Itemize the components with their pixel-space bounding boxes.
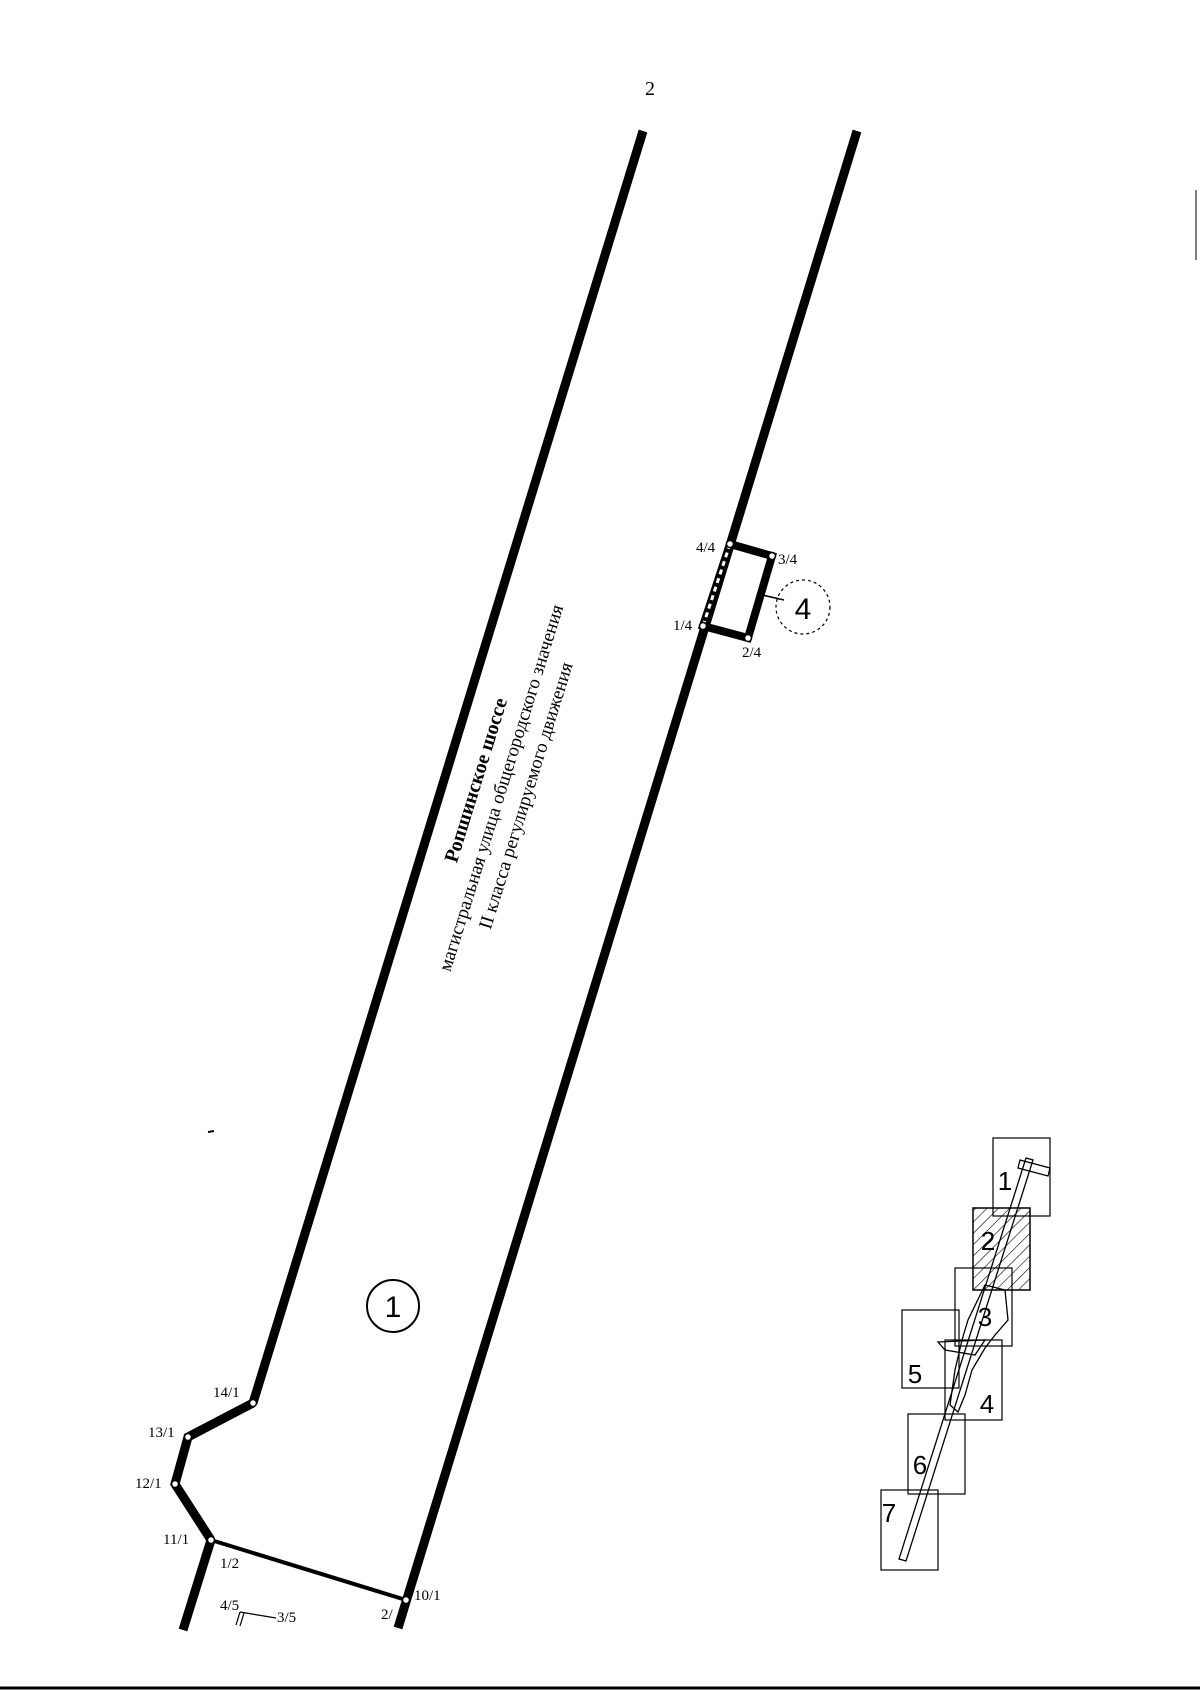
point-label-2-4: 2/4: [742, 645, 762, 661]
index-label-7: 7: [882, 1498, 896, 1528]
parcel-5-mark: [235, 1611, 277, 1627]
parcel-1-lower-boundary: [178, 1538, 216, 1632]
page-number: 2: [645, 78, 655, 100]
point-marker-2-4: [743, 633, 753, 643]
point-label-4-5: 4/5: [220, 1598, 239, 1614]
point-label-1-2: 1/2: [220, 1556, 239, 1572]
point-marker-11-1: [206, 1535, 216, 1545]
index-map: 1 2 3 4 5 6 7: [880, 1137, 1051, 1571]
index-label-2: 2: [981, 1226, 995, 1256]
point-marker-13-1: [183, 1432, 193, 1442]
point-marker-1-4: [698, 621, 708, 631]
stray-mark: [207, 1130, 215, 1133]
point-label-3-5: 3/5: [277, 1610, 296, 1626]
index-label-4: 4: [980, 1389, 994, 1419]
point-marker-12-1: [170, 1479, 180, 1489]
road-label: Ропшинское шоссе магистральная улица общ…: [435, 602, 578, 974]
index-sheet-5-frame: [901, 1309, 960, 1389]
point-label-10-1: 10/1: [414, 1588, 441, 1604]
parcel-1-south-boundary: [210, 1538, 407, 1602]
point-label-3-4: 3/4: [778, 552, 798, 568]
road-right-boundary: [393, 129, 862, 1630]
point-label-11-1: 11/1: [163, 1532, 189, 1548]
index-sheet-3-frame: [954, 1267, 1013, 1347]
point-label-13-1: 13/1: [148, 1425, 175, 1441]
road-class-line-1: магистральная улица общегородского значе…: [435, 602, 568, 974]
road-left-boundary: [248, 129, 648, 1405]
point-marker-4-4: [725, 539, 735, 549]
parcel-1-number: 1: [385, 1291, 402, 1324]
index-label-6: 6: [913, 1450, 927, 1480]
index-label-1: 1: [998, 1166, 1012, 1196]
parcel-4-leader: [757, 593, 785, 601]
point-label-12-1: 12/1: [135, 1476, 162, 1492]
boundary-points: [170, 539, 777, 1605]
parcel-1-boundary: [170, 1399, 256, 1543]
parcel-4-marker: [775, 579, 831, 635]
index-sheet-2-frame: [972, 1207, 1031, 1291]
point-label-1-4: 1/4: [673, 618, 693, 634]
point-label-2-bottom: 2/: [381, 1607, 394, 1623]
point-label-14-1: 14/1: [213, 1385, 240, 1401]
index-route-outline: [898, 1157, 1051, 1562]
point-marker-14-1: [248, 1398, 258, 1408]
point-marker-3-4: [767, 551, 777, 561]
index-sheet-7-frame: [880, 1489, 939, 1571]
point-label-4-4: 4/4: [696, 540, 716, 556]
index-label-5: 5: [908, 1359, 922, 1389]
point-marker-10-1: [401, 1595, 411, 1605]
parcel-1-marker: [366, 1279, 420, 1333]
parcel-4-number: 4: [795, 593, 812, 626]
index-sheet-6-frame: [907, 1413, 966, 1495]
index-label-3: 3: [978, 1302, 992, 1332]
index-sheet-1-frame: [992, 1137, 1051, 1217]
